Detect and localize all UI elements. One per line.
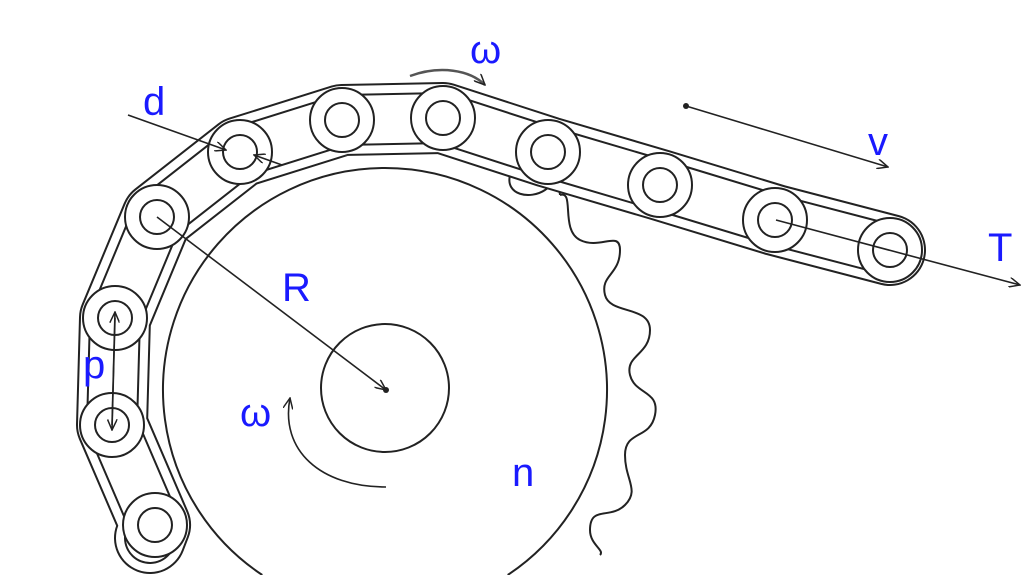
chain-pin xyxy=(324,102,360,138)
chain-pin xyxy=(530,134,566,170)
velocity-arrow xyxy=(685,105,888,167)
chain-pin xyxy=(425,100,461,136)
chain-pin xyxy=(222,134,258,170)
rotation-arrow-sprocket xyxy=(288,398,387,488)
label-p: p xyxy=(83,343,106,387)
label-d: d xyxy=(143,80,166,124)
label-omega-top: ω xyxy=(470,28,502,72)
label-n: n xyxy=(512,451,535,495)
chain xyxy=(76,82,926,574)
sprocket-hub xyxy=(320,323,450,453)
radius-arrow xyxy=(156,216,386,390)
d-arrow-right xyxy=(254,155,283,166)
tension-arrow xyxy=(775,219,1020,285)
arrows xyxy=(112,68,1020,488)
chain-pin xyxy=(642,167,678,203)
d-arrow-left xyxy=(127,114,226,150)
label-omega-sprocket: ω xyxy=(240,391,272,435)
chain-pin xyxy=(137,507,173,543)
label-R: R xyxy=(282,266,311,310)
chain-pin xyxy=(757,202,793,238)
label-v: v xyxy=(868,120,888,164)
label-T: T xyxy=(988,226,1013,270)
sprocket xyxy=(162,166,657,575)
pitch-arrow-down xyxy=(112,317,115,430)
rotation-arrow-top xyxy=(409,68,485,85)
hub-center-dot xyxy=(383,387,389,393)
sprocket-teeth xyxy=(559,193,657,556)
sprocket-pitch-circle xyxy=(162,166,608,575)
velocity-origin-dot xyxy=(683,103,689,109)
